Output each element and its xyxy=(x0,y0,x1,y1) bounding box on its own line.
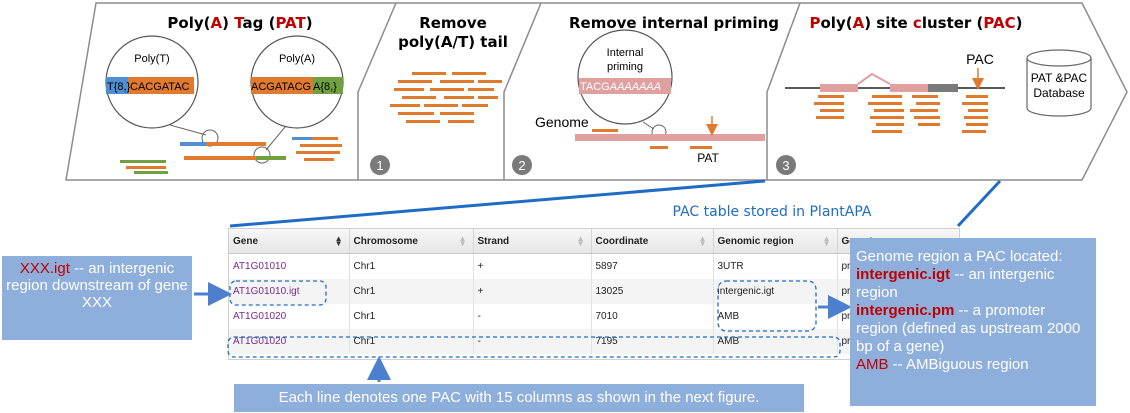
database-icon xyxy=(1026,49,1092,117)
internal-title: Remove internal priming xyxy=(569,14,779,32)
polyt-seq-rest xyxy=(128,77,194,94)
internal-connector xyxy=(642,121,655,130)
row-note: Each line denotes one PAC with 15 column… xyxy=(234,384,804,412)
region-note-heading: Genome region a PAC located: xyxy=(856,248,1063,265)
zoom-circle-right xyxy=(253,146,271,164)
cell-genomic-region: 3UTR xyxy=(713,253,838,279)
step-badge-3-text: 3 xyxy=(782,158,789,173)
cell-strand: - xyxy=(473,329,592,354)
genome-read-3 xyxy=(690,146,712,149)
step-badge-3 xyxy=(776,155,796,175)
raw-reads xyxy=(120,137,342,174)
step-badge-2 xyxy=(512,155,532,175)
cell-chromosome: Chr1 xyxy=(349,329,474,354)
sort-icon[interactable]: ▲▼ xyxy=(822,234,831,248)
region-note-item-igt: intergenic.igt -- an intergenic region xyxy=(856,266,1055,301)
sort-icon[interactable]: ▲▼ xyxy=(458,234,467,248)
cell-genomic-region: intergenic.igt xyxy=(713,279,838,304)
internal-seq xyxy=(579,78,671,94)
col-genomic-region[interactable]: Genomic region▲▼ xyxy=(713,229,838,254)
polya-seq-main-text: ACGATACG xyxy=(251,81,311,93)
stage-divider-1 xyxy=(357,2,397,180)
internal-seq-text: TACGAAAAAAA xyxy=(580,81,661,93)
cell-gene[interactable]: AT1G01010.igt xyxy=(229,279,350,304)
internal-bubble xyxy=(577,29,673,125)
pac-label: PAC xyxy=(966,51,994,67)
cell-gene[interactable]: AT1G01010 xyxy=(229,253,350,279)
region-note-item-amb: AMB -- AMBiguous region xyxy=(856,356,1029,373)
polya-seq-a-text: A{8,} xyxy=(313,81,337,93)
col-gene[interactable]: Gene▲▼ xyxy=(229,229,350,254)
clustered-reads xyxy=(814,95,988,133)
exon-2 xyxy=(890,84,928,92)
polya-label: Poly(A) xyxy=(279,53,315,65)
polyt-seq-t xyxy=(106,77,128,94)
internal-bubble-line1: Internal xyxy=(607,47,644,59)
stage-divider-3 xyxy=(766,2,801,180)
polya-seq-main xyxy=(251,77,313,94)
cell-coordinate: 13025 xyxy=(591,279,714,304)
step-badge-1-text: 1 xyxy=(376,158,383,173)
cell-coordinate: 7195 xyxy=(591,329,714,354)
cell-coordinate: 5897 xyxy=(591,253,714,279)
stage-divider-2 xyxy=(503,2,542,180)
step-badge-1 xyxy=(370,155,390,175)
sort-icon[interactable]: ▲▼ xyxy=(576,234,585,248)
cell-genomic-region: AMB xyxy=(713,304,838,329)
intron xyxy=(857,72,891,85)
polyt-label: Poly(T) xyxy=(134,53,169,65)
genome-read-1 xyxy=(592,129,618,132)
bubble-connector-left xyxy=(169,124,207,136)
bubble-connector-right xyxy=(265,126,286,151)
zoom-line-right xyxy=(956,179,1002,228)
polya-seq-a xyxy=(313,77,343,94)
sort-icon[interactable]: ▲▼ xyxy=(334,234,343,248)
polyt-seq-rest-text: CACGATAC xyxy=(130,81,190,93)
cell-genomic-region: AMB xyxy=(713,329,838,354)
table-title: PAC table stored in PlantAPA xyxy=(673,204,872,220)
cell-strand: - xyxy=(473,304,592,329)
genome-region-note: Genome region a PAC located: intergenic.… xyxy=(850,238,1096,406)
col-strand[interactable]: Strand▲▼ xyxy=(473,229,592,254)
internal-bubble-line2: priming xyxy=(607,61,643,73)
genome-read-2 xyxy=(650,146,668,149)
pat-title: Poly(A) Tag (PAT) xyxy=(167,14,312,32)
exon-1 xyxy=(820,84,858,92)
col-coordinate[interactable]: Coordinate▲▼ xyxy=(591,229,714,254)
cell-chromosome: Chr1 xyxy=(349,304,474,329)
cell-strand: + xyxy=(473,279,592,304)
remove-tail-line1: Remove xyxy=(419,14,487,32)
cell-gene[interactable]: AT1G01020 xyxy=(229,329,350,354)
genome-bar xyxy=(575,134,765,141)
exon-3 xyxy=(928,84,958,92)
sort-icon[interactable]: ▲▼ xyxy=(698,234,707,248)
cell-chromosome: Chr1 xyxy=(349,253,474,279)
cell-coordinate: 7010 xyxy=(591,304,714,329)
database-line2: Database xyxy=(1033,86,1085,100)
pac-title: Poly(A) site cluster (PAC) xyxy=(810,14,1023,32)
cell-gene[interactable]: AT1G01020 xyxy=(229,304,350,329)
col-chromosome[interactable]: Chromosome▲▼ xyxy=(349,229,474,254)
zoom-line-left xyxy=(229,179,766,228)
trimmed-reads xyxy=(390,72,502,123)
cell-chromosome: Chr1 xyxy=(349,279,474,304)
polyt-seq-t-text: T{8,} xyxy=(107,81,131,93)
region-note-item-pm: intergenic.pm -- a promoter region (defi… xyxy=(856,302,1081,355)
step-badge-2-text: 2 xyxy=(518,158,525,173)
remove-tail-line2: poly(A/T) tail xyxy=(398,33,508,51)
cell-strand: + xyxy=(473,253,592,279)
igt-note: XXX.igt -- an intergenic region downstre… xyxy=(2,256,192,340)
pat-label: PAT xyxy=(697,151,719,165)
genome-label: Genome xyxy=(535,114,589,130)
database-line1: PAT &PAC xyxy=(1031,71,1088,85)
